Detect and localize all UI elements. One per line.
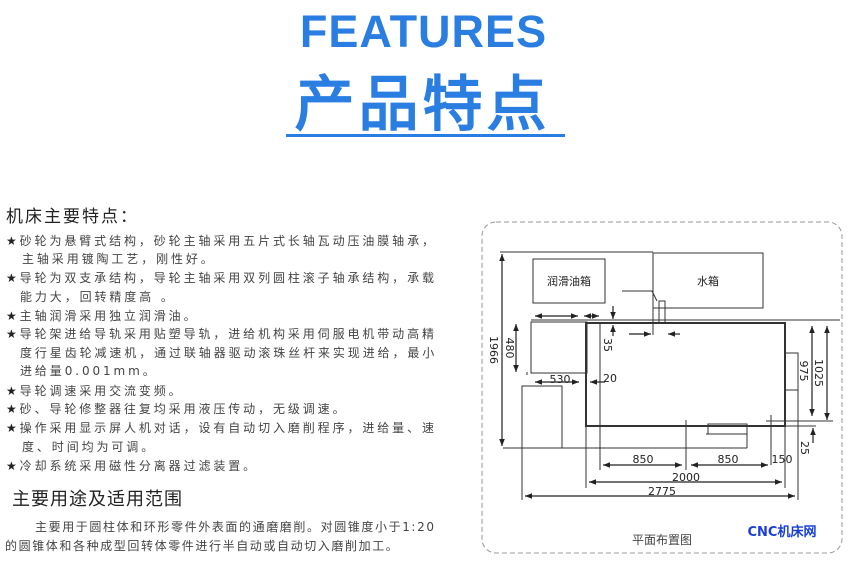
- star-icon: ★: [6, 459, 20, 473]
- feature-text: 操作采用显示屏人机对话，设有自动切入磨削程序，进给量、速: [19, 421, 437, 435]
- svg-text:850: 850: [633, 453, 654, 466]
- svg-text:1025: 1025: [812, 359, 825, 387]
- diagram-caption: 平面布置图: [632, 533, 692, 547]
- features-heading: 机床主要特点：: [6, 207, 139, 227]
- feature-text: 能力大，回转精度高 。: [20, 290, 176, 304]
- watermark: CNC机床网: [748, 524, 817, 540]
- oil-tank-label: 润滑油箱: [547, 274, 591, 288]
- feature-text: 度、时间均为可调。: [22, 440, 157, 454]
- feature-text: 砂、导轮修整器往复均采用液压传动，无级调速。: [19, 402, 348, 416]
- feature-text: 导轮调速采用交流变频。: [19, 384, 184, 398]
- electric-cabinet: [521, 385, 563, 449]
- feature-line: ★导轮为双支承结构，导轮主轴采用双列圆柱滚子轴承结构，承载: [6, 269, 437, 286]
- title-underline: [286, 134, 565, 137]
- feature-line: ★砂轮为悬臂式结构，砂轮主轴采用五片式长轴瓦动压油膜轴承，: [6, 232, 437, 249]
- feature-line: 能力大，回转精度高 。: [20, 288, 176, 305]
- page-title: 产品特点: [294, 70, 551, 140]
- features-title: FEATURES: [299, 6, 548, 57]
- star-icon: ★: [6, 309, 20, 323]
- svg-text:35: 35: [601, 338, 614, 352]
- feature-text: 导轮架进给导轨采用贴塑导轨，进给机构采用伺服电机带动高精: [19, 327, 437, 341]
- star-icon: ★: [6, 271, 20, 285]
- feature-line: ★主轴润滑采用独立润滑油。: [6, 307, 198, 324]
- svg-text:850: 850: [718, 453, 739, 466]
- feature-text: 进给量0.001mm。: [20, 364, 158, 378]
- svg-text:150: 150: [772, 453, 793, 466]
- star-icon: ★: [6, 234, 20, 248]
- usage-line: 主要用于圆柱体和环形零件外表面的通磨磨削。对圆锥度小于1:20: [35, 520, 436, 534]
- svg-text:2775: 2775: [648, 485, 676, 498]
- feature-text: 砂轮为悬臂式结构，砂轮主轴采用五片式长轴瓦动压油膜轴承，: [19, 234, 437, 248]
- feature-line: 进给量0.001mm。: [20, 362, 158, 379]
- feature-line: ★导轮架进给导轨采用贴塑导轨，进给机构采用伺服电机带动高精: [6, 325, 437, 342]
- feature-text: 主轴润滑采用独立润滑油。: [19, 309, 199, 323]
- feature-line: 度行星齿轮减速机，通过联轴器驱动滚珠丝杆来实现进给，最小: [20, 344, 437, 361]
- svg-text:25: 25: [798, 441, 811, 455]
- water-tank-label: 水箱: [697, 274, 719, 288]
- svg-text:20: 20: [603, 372, 617, 385]
- feature-line: 度、时间均为可调。: [22, 438, 156, 455]
- svg-text:2000: 2000: [672, 471, 700, 484]
- star-icon: ★: [6, 402, 20, 416]
- oil-tank-box: [532, 258, 606, 304]
- control-box: [530, 321, 588, 374]
- feature-text: 导轮为双支承结构，导轮主轴采用双列圆柱滚子轴承结构，承载: [19, 271, 437, 285]
- feature-text: 度行星齿轮减速机，通过联轴器驱动滚珠丝杆来实现进给，最小: [20, 346, 438, 360]
- feature-line: ★操作采用显示屏人机对话，设有自动切入磨削程序，进给量、速: [6, 419, 437, 436]
- feature-line: ★导轮调速采用交流变频。: [6, 382, 184, 399]
- feature-line: ★砂、导轮修整器往复均采用液压传动，无级调速。: [6, 400, 347, 417]
- svg-text:480: 480: [503, 338, 516, 359]
- feature-text: 主轴采用镀陶工艺，刚性好。: [22, 252, 216, 266]
- feature-text: 冷却系统采用磁性分离器过滤装置。: [19, 459, 259, 473]
- feature-line: ★冷却系统采用磁性分离器过滤装置。: [6, 457, 258, 474]
- diagram-frame: [481, 221, 843, 554]
- feature-line: 主轴采用镀陶工艺，刚性好。: [22, 250, 216, 267]
- usage-line: 的圆锥体和各种成型回转体零件进行半自动或自动切入磨削加工。: [5, 539, 400, 553]
- water-tank-box: [652, 252, 764, 309]
- star-icon: ★: [6, 384, 20, 398]
- star-icon: ★: [6, 327, 20, 341]
- usage-heading: 主要用途及适用范围: [12, 489, 183, 510]
- star-icon: ★: [6, 421, 20, 435]
- svg-text:1966: 1966: [487, 336, 500, 364]
- svg-text:530: 530: [550, 373, 571, 386]
- svg-text:975: 975: [797, 361, 810, 382]
